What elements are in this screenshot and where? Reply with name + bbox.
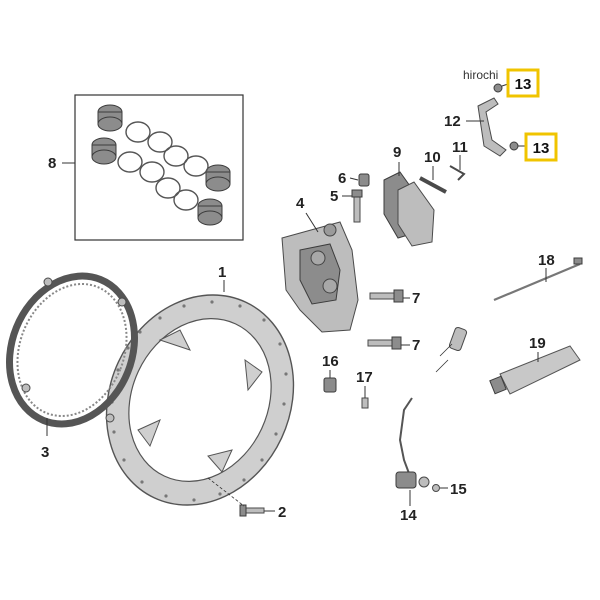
callout-8: 8 (48, 155, 56, 172)
callout-19: 19 (529, 335, 546, 352)
callout-12: 12 (444, 113, 461, 130)
sensor-bracket (477, 97, 507, 157)
callout-13-lower-label: 13 (533, 140, 550, 157)
callout-13-upper-label: 13 (515, 76, 532, 93)
callout-3: 3 (41, 444, 49, 461)
callout-5: 5 (330, 188, 338, 205)
callout-1: 1 (218, 264, 226, 281)
brake-caliper (281, 221, 359, 333)
sensor-screw (432, 484, 440, 492)
pad-pin (419, 176, 447, 194)
brake-pads (383, 171, 435, 247)
callout-6: 6 (338, 170, 346, 187)
grease-tube (489, 345, 581, 395)
watermark-text: hirochi (463, 68, 498, 82)
highlight-box (524, 132, 558, 162)
bracket-screw-upper (493, 83, 503, 93)
callout-11: 11 (452, 139, 468, 156)
caliper-bolt-lower (367, 336, 402, 350)
pad-wear-sensor (323, 377, 337, 393)
highlight-box (506, 68, 540, 98)
callout-13-upper: 13 (506, 68, 540, 98)
callout-15: 15 (450, 481, 467, 498)
callout-4: 4 (296, 195, 305, 212)
disc-bolt (239, 504, 265, 517)
sensor-connector-upper (448, 326, 468, 352)
callout-13-lower: 13 (524, 132, 558, 162)
callout-16: 16 (322, 353, 339, 370)
callout-2: 2 (278, 504, 286, 521)
abs-sensor-ring (6, 272, 138, 428)
callout-7-lower: 7 (412, 337, 420, 354)
connector-plug (361, 397, 369, 409)
caliper-bolt-upper (369, 289, 404, 303)
callout-17: 17 (356, 369, 373, 386)
bracket-screw-lower (509, 141, 519, 151)
spring-clip (449, 165, 466, 181)
abs-sensor-cable (395, 397, 430, 489)
cable-tie (493, 257, 583, 302)
bleed-screw (351, 189, 363, 223)
callout-9: 9 (393, 144, 401, 161)
brake-disc (105, 294, 295, 506)
bleed-cap (358, 173, 370, 187)
callout-10: 10 (424, 149, 441, 166)
callout-18: 18 (538, 252, 555, 269)
callout-14: 14 (400, 507, 417, 524)
callout-7-upper: 7 (412, 290, 420, 307)
seal-kit-box (62, 94, 244, 241)
